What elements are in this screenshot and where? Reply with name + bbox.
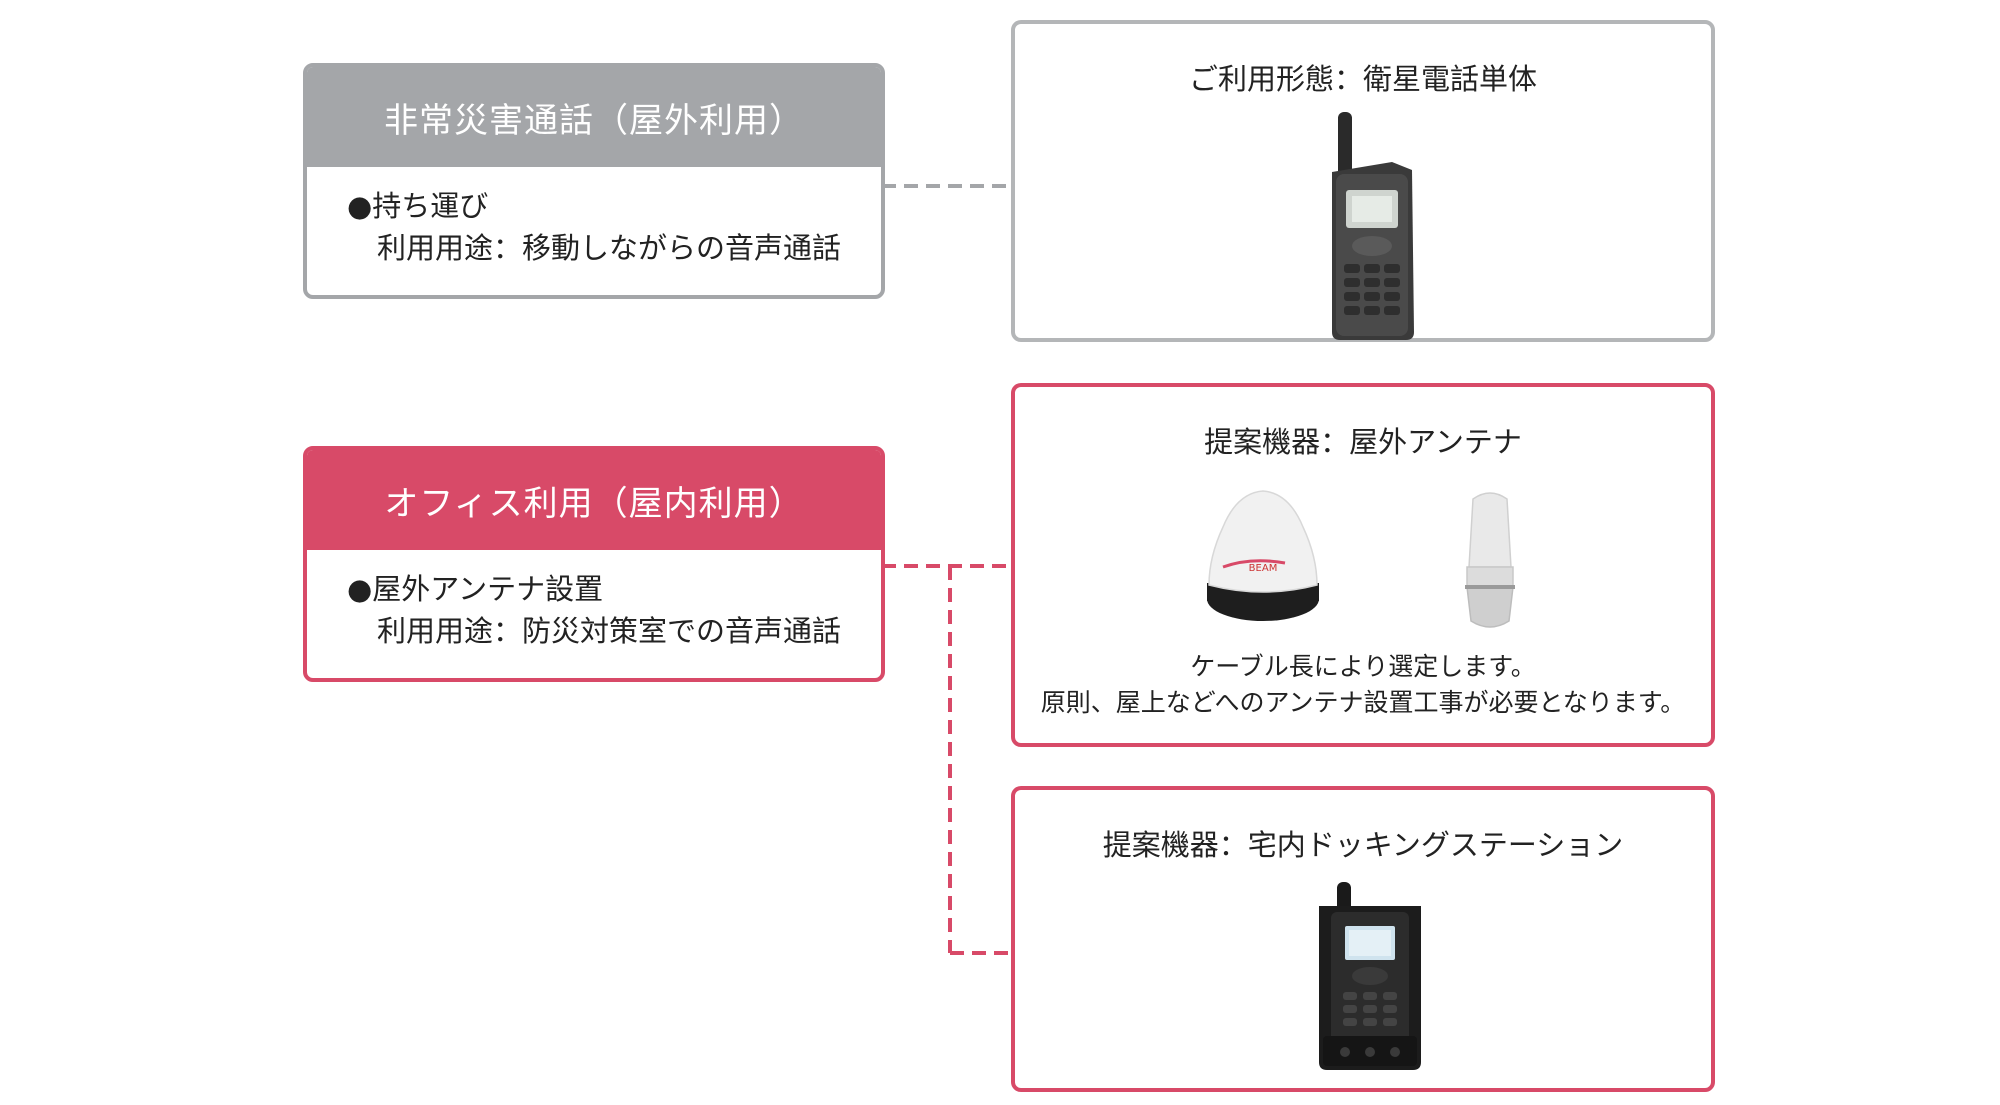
panel-satellite-phone: ご利用形態：衛星電話単体 [1011, 20, 1715, 342]
category-outdoor-title: 非常災害通話（屋外利用） [307, 67, 881, 167]
satellite-phone-image [1332, 112, 1414, 340]
category-office-title: オフィス利用（屋内利用） [307, 450, 881, 550]
docking-station-image [1319, 882, 1421, 1070]
antenna-note-line2: 原則、屋上などへのアンテナ設置工事が必要となります。 [1040, 688, 1686, 717]
antenna-note-line1: ケーブル長により選定します。 [1190, 652, 1536, 681]
svg-text:BEAM: BEAM [1249, 563, 1278, 574]
category-outdoor: 非常災害通話（屋外利用） ●持ち運び 利用用途：移動しながらの音声通話 [303, 63, 885, 299]
category-office-item: ●屋外アンテナ設置 [347, 572, 604, 606]
pole-antenna-image [1465, 492, 1515, 628]
dome-antenna-image: BEAM [1207, 490, 1319, 621]
panel-outdoor-antenna-title: 提案機器：屋外アンテナ [1204, 425, 1522, 459]
category-outdoor-purpose: 利用用途：移動しながらの音声通話 [377, 231, 842, 265]
category-office: オフィス利用（屋内利用） ●屋外アンテナ設置 利用用途：防災対策室での音声通話 [303, 446, 885, 682]
panel-docking-station: 提案機器：宅内ドッキングステーション [1011, 786, 1715, 1092]
panel-outdoor-antenna: 提案機器：屋外アンテナ BEAM ケーブル長により選定します。 原則、屋上などへ… [1011, 383, 1715, 747]
category-outdoor-item: ●持ち運び [347, 189, 489, 223]
panel-docking-station-title: 提案機器：宅内ドッキングステーション [1102, 828, 1624, 862]
panel-satellite-phone-title: ご利用形態：衛星電話単体 [1188, 62, 1537, 96]
category-office-purpose: 利用用途：防災対策室での音声通話 [377, 614, 842, 648]
